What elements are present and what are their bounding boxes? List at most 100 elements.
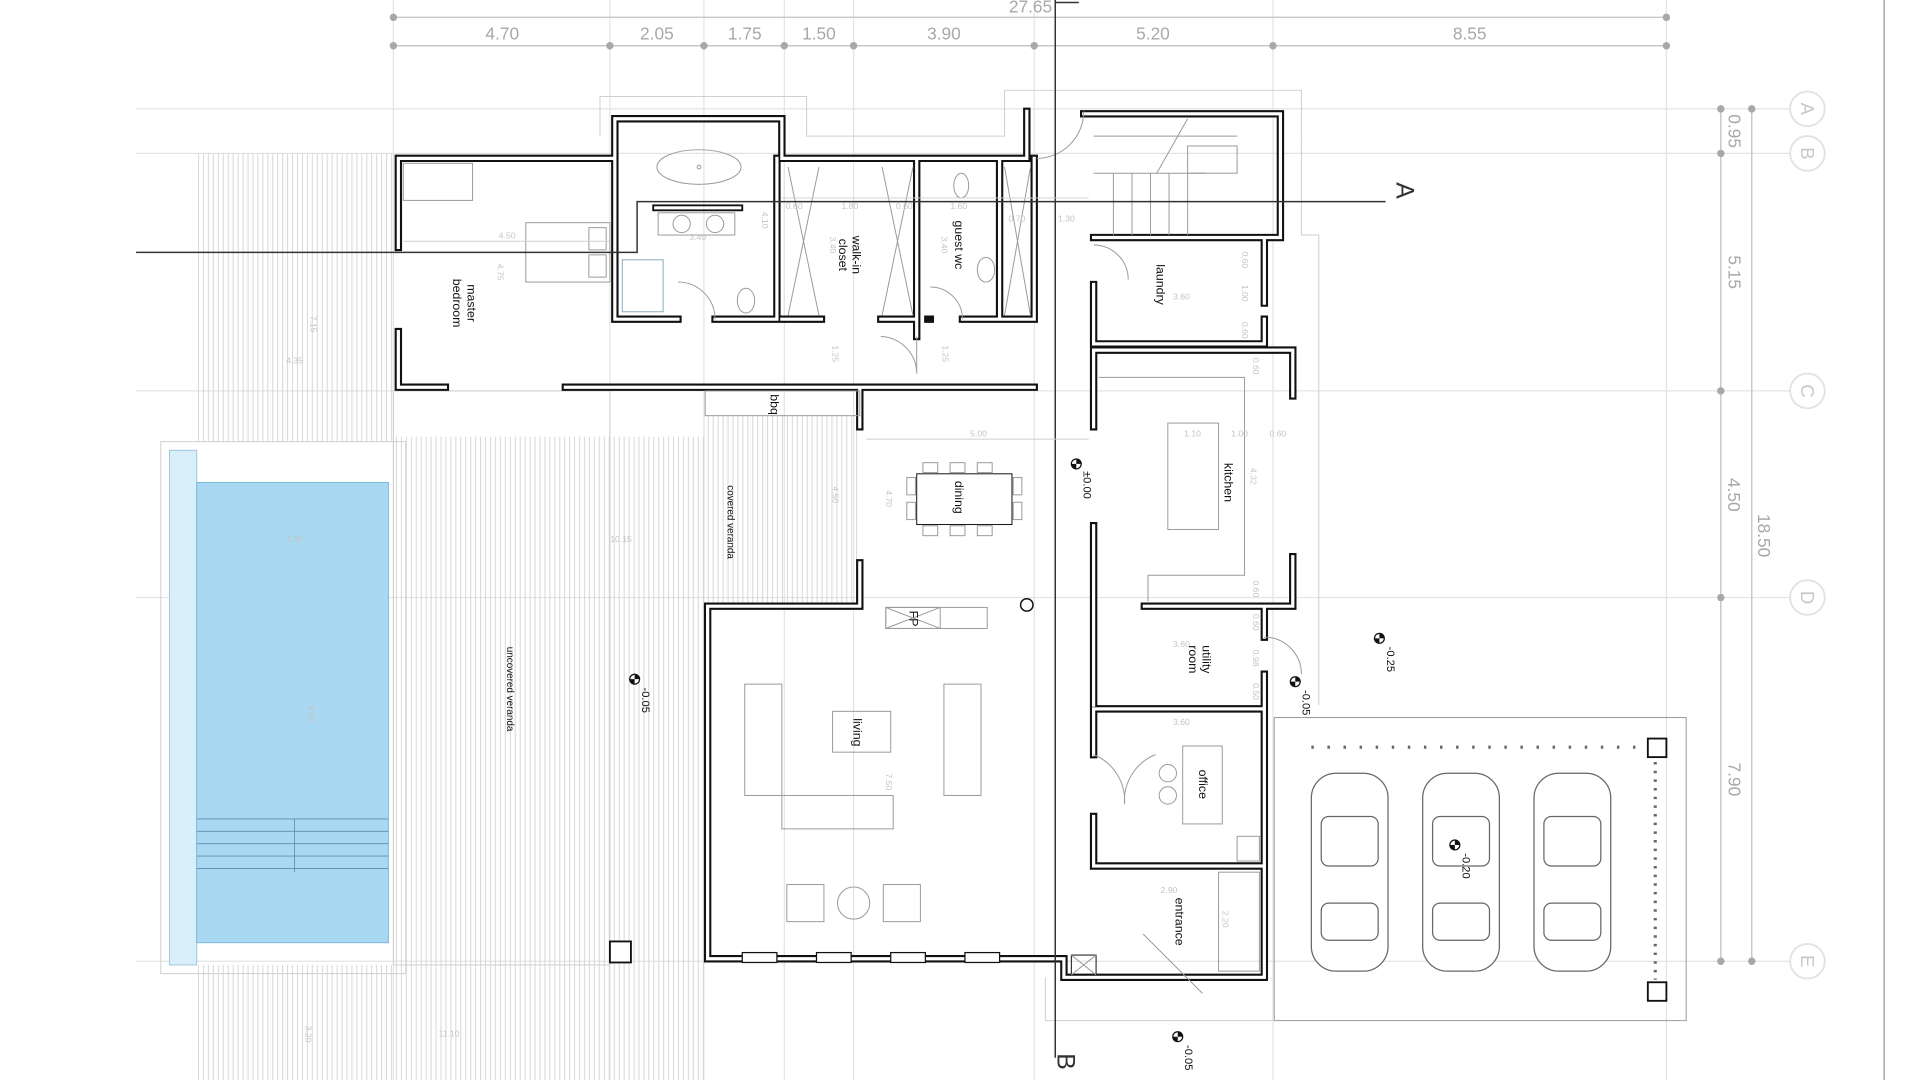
room-label-bbq: bbq bbox=[768, 394, 782, 415]
svg-text:4.35: 4.35 bbox=[286, 356, 303, 366]
level-marker: -0.05 bbox=[629, 673, 651, 713]
dimension-label: 2.05 bbox=[640, 24, 674, 44]
axis-label-b: B bbox=[1797, 147, 1818, 159]
room-label-utility-room: room bbox=[1186, 645, 1200, 673]
level-marker: -0.05 bbox=[1172, 1031, 1194, 1070]
svg-text:1.80: 1.80 bbox=[841, 201, 858, 211]
room-label-guest-wc: guest wc bbox=[952, 221, 966, 270]
level-marker: -0.05 bbox=[1289, 676, 1312, 715]
section-lines: A B bbox=[136, 0, 1418, 1070]
svg-text:3.20: 3.20 bbox=[304, 1026, 314, 1043]
svg-text:4.75: 4.75 bbox=[495, 264, 505, 281]
svg-text:1.25: 1.25 bbox=[941, 345, 951, 362]
svg-text:1.25: 1.25 bbox=[831, 345, 841, 362]
room-label-master-bedroom: bedroom bbox=[450, 279, 464, 328]
svg-text:4.50: 4.50 bbox=[499, 231, 516, 241]
svg-text:1.60: 1.60 bbox=[950, 201, 967, 211]
interior-dimensions: 4.50 4.75 3.40 4.10 0.60 1.80 0.60 1.60 … bbox=[286, 197, 1287, 1043]
svg-text:7.50: 7.50 bbox=[884, 773, 894, 790]
axis-label-e: E bbox=[1797, 955, 1818, 967]
svg-text:4.50: 4.50 bbox=[831, 486, 841, 503]
axis-label-d: D bbox=[1797, 591, 1818, 604]
room-label-uncovered-veranda: uncovered veranda bbox=[504, 647, 515, 732]
svg-text:0.50: 0.50 bbox=[1251, 683, 1261, 700]
axis-label-a: A bbox=[1797, 103, 1818, 116]
room-labels: master bedroom walk-in closet guest wc l… bbox=[450, 221, 1236, 946]
svg-text:2.20: 2.20 bbox=[1220, 911, 1230, 928]
svg-text:3.60: 3.60 bbox=[1173, 291, 1190, 301]
level-markers: ±0.00 -0.05 -0.25 -0.05 -0.20 -0.05 bbox=[629, 458, 1471, 1070]
svg-text:0.60: 0.60 bbox=[1251, 580, 1261, 597]
svg-text:4.10: 4.10 bbox=[760, 212, 770, 229]
axis-label-c: C bbox=[1797, 384, 1818, 397]
room-label-fireplace: FP bbox=[906, 611, 920, 627]
site-outlines bbox=[599, 89, 1687, 1022]
dimension-label: 7.90 bbox=[1724, 763, 1744, 797]
dimension-label: 4.50 bbox=[1724, 478, 1744, 512]
svg-text:-0.05: -0.05 bbox=[1182, 1045, 1194, 1070]
dimension-label: 5.20 bbox=[1136, 24, 1170, 44]
svg-text:3.40: 3.40 bbox=[828, 237, 838, 254]
svg-text:3.40: 3.40 bbox=[689, 232, 706, 242]
svg-text:0.60: 0.60 bbox=[1270, 429, 1287, 439]
swimming-pool bbox=[168, 449, 389, 966]
walls bbox=[394, 107, 1297, 982]
dimension-label: 1.50 bbox=[802, 24, 836, 44]
svg-text:10.15: 10.15 bbox=[610, 534, 632, 544]
total-width-dimension: 27.65 bbox=[1009, 0, 1052, 16]
side-dimension-chain: 0.95 5.15 4.50 7.90 18.50 bbox=[1717, 105, 1774, 965]
section-marker-b: B bbox=[1052, 1053, 1079, 1070]
furniture bbox=[402, 118, 1260, 976]
car bbox=[1533, 772, 1612, 972]
room-label-living: living bbox=[851, 718, 865, 746]
room-label-office: office bbox=[1196, 770, 1210, 799]
svg-text:1.00: 1.00 bbox=[1231, 429, 1248, 439]
total-depth-dimension: 18.50 bbox=[1754, 514, 1774, 557]
grid-axis-markers: A B C D E bbox=[1789, 90, 1826, 980]
car bbox=[1310, 772, 1389, 972]
room-label-utility-room: utility bbox=[1199, 645, 1213, 674]
svg-text:0.60: 0.60 bbox=[1240, 322, 1250, 339]
svg-text:4.70: 4.70 bbox=[884, 490, 894, 507]
svg-text:0.60: 0.60 bbox=[1251, 358, 1261, 375]
svg-text:-0.25: -0.25 bbox=[1384, 647, 1396, 672]
level-marker: ±0.00 bbox=[1070, 458, 1093, 499]
svg-text:1.30: 1.30 bbox=[1058, 213, 1075, 223]
svg-text:1.00: 1.00 bbox=[1240, 285, 1250, 302]
carport bbox=[608, 737, 1668, 1002]
svg-text:1.10: 1.10 bbox=[1184, 429, 1201, 439]
svg-text:4.32: 4.32 bbox=[1249, 468, 1259, 485]
svg-text:-0.20: -0.20 bbox=[1459, 853, 1471, 878]
room-label-dining: dining bbox=[952, 481, 966, 514]
svg-text:3.60: 3.60 bbox=[1173, 717, 1190, 727]
room-label-master-bedroom: master bbox=[465, 284, 479, 322]
dimension-label: 0.95 bbox=[1724, 114, 1744, 148]
room-label-covered-veranda: covered veranda bbox=[724, 485, 735, 559]
dimension-label: 1.75 bbox=[728, 24, 762, 44]
room-label-walk-in-closet: walk-in bbox=[849, 235, 863, 275]
svg-text:0.60: 0.60 bbox=[896, 201, 913, 211]
decking bbox=[160, 153, 860, 1080]
svg-text:-0.05: -0.05 bbox=[1300, 690, 1312, 715]
doors bbox=[677, 111, 1302, 994]
svg-text:0.60: 0.60 bbox=[786, 201, 803, 211]
svg-text:0.98: 0.98 bbox=[1251, 650, 1261, 667]
svg-text:0.60: 0.60 bbox=[1251, 614, 1261, 631]
level-marker: -0.25 bbox=[1373, 632, 1396, 672]
dimension-label: 4.70 bbox=[485, 24, 519, 44]
svg-text:-0.05: -0.05 bbox=[639, 688, 651, 713]
section-marker-a: A bbox=[1391, 182, 1418, 199]
svg-text:4.30: 4.30 bbox=[286, 534, 303, 544]
room-label-kitchen: kitchen bbox=[1222, 463, 1236, 502]
svg-text:3.60: 3.60 bbox=[1173, 639, 1190, 649]
svg-text:5.00: 5.00 bbox=[970, 429, 987, 439]
level-marker: -0.20 bbox=[1449, 839, 1471, 879]
top-dimension-chain: 27.65 4.70 2.05 1.75 1.50 3.90 5.20 8.55 bbox=[389, 0, 1671, 50]
svg-text:2.90: 2.90 bbox=[1161, 885, 1178, 895]
car bbox=[1422, 772, 1501, 972]
svg-text:11.10: 11.10 bbox=[439, 1029, 460, 1039]
svg-text:3.40: 3.40 bbox=[939, 237, 949, 254]
dimension-label: 3.90 bbox=[927, 24, 961, 44]
room-label-laundry: laundry bbox=[1154, 264, 1168, 305]
